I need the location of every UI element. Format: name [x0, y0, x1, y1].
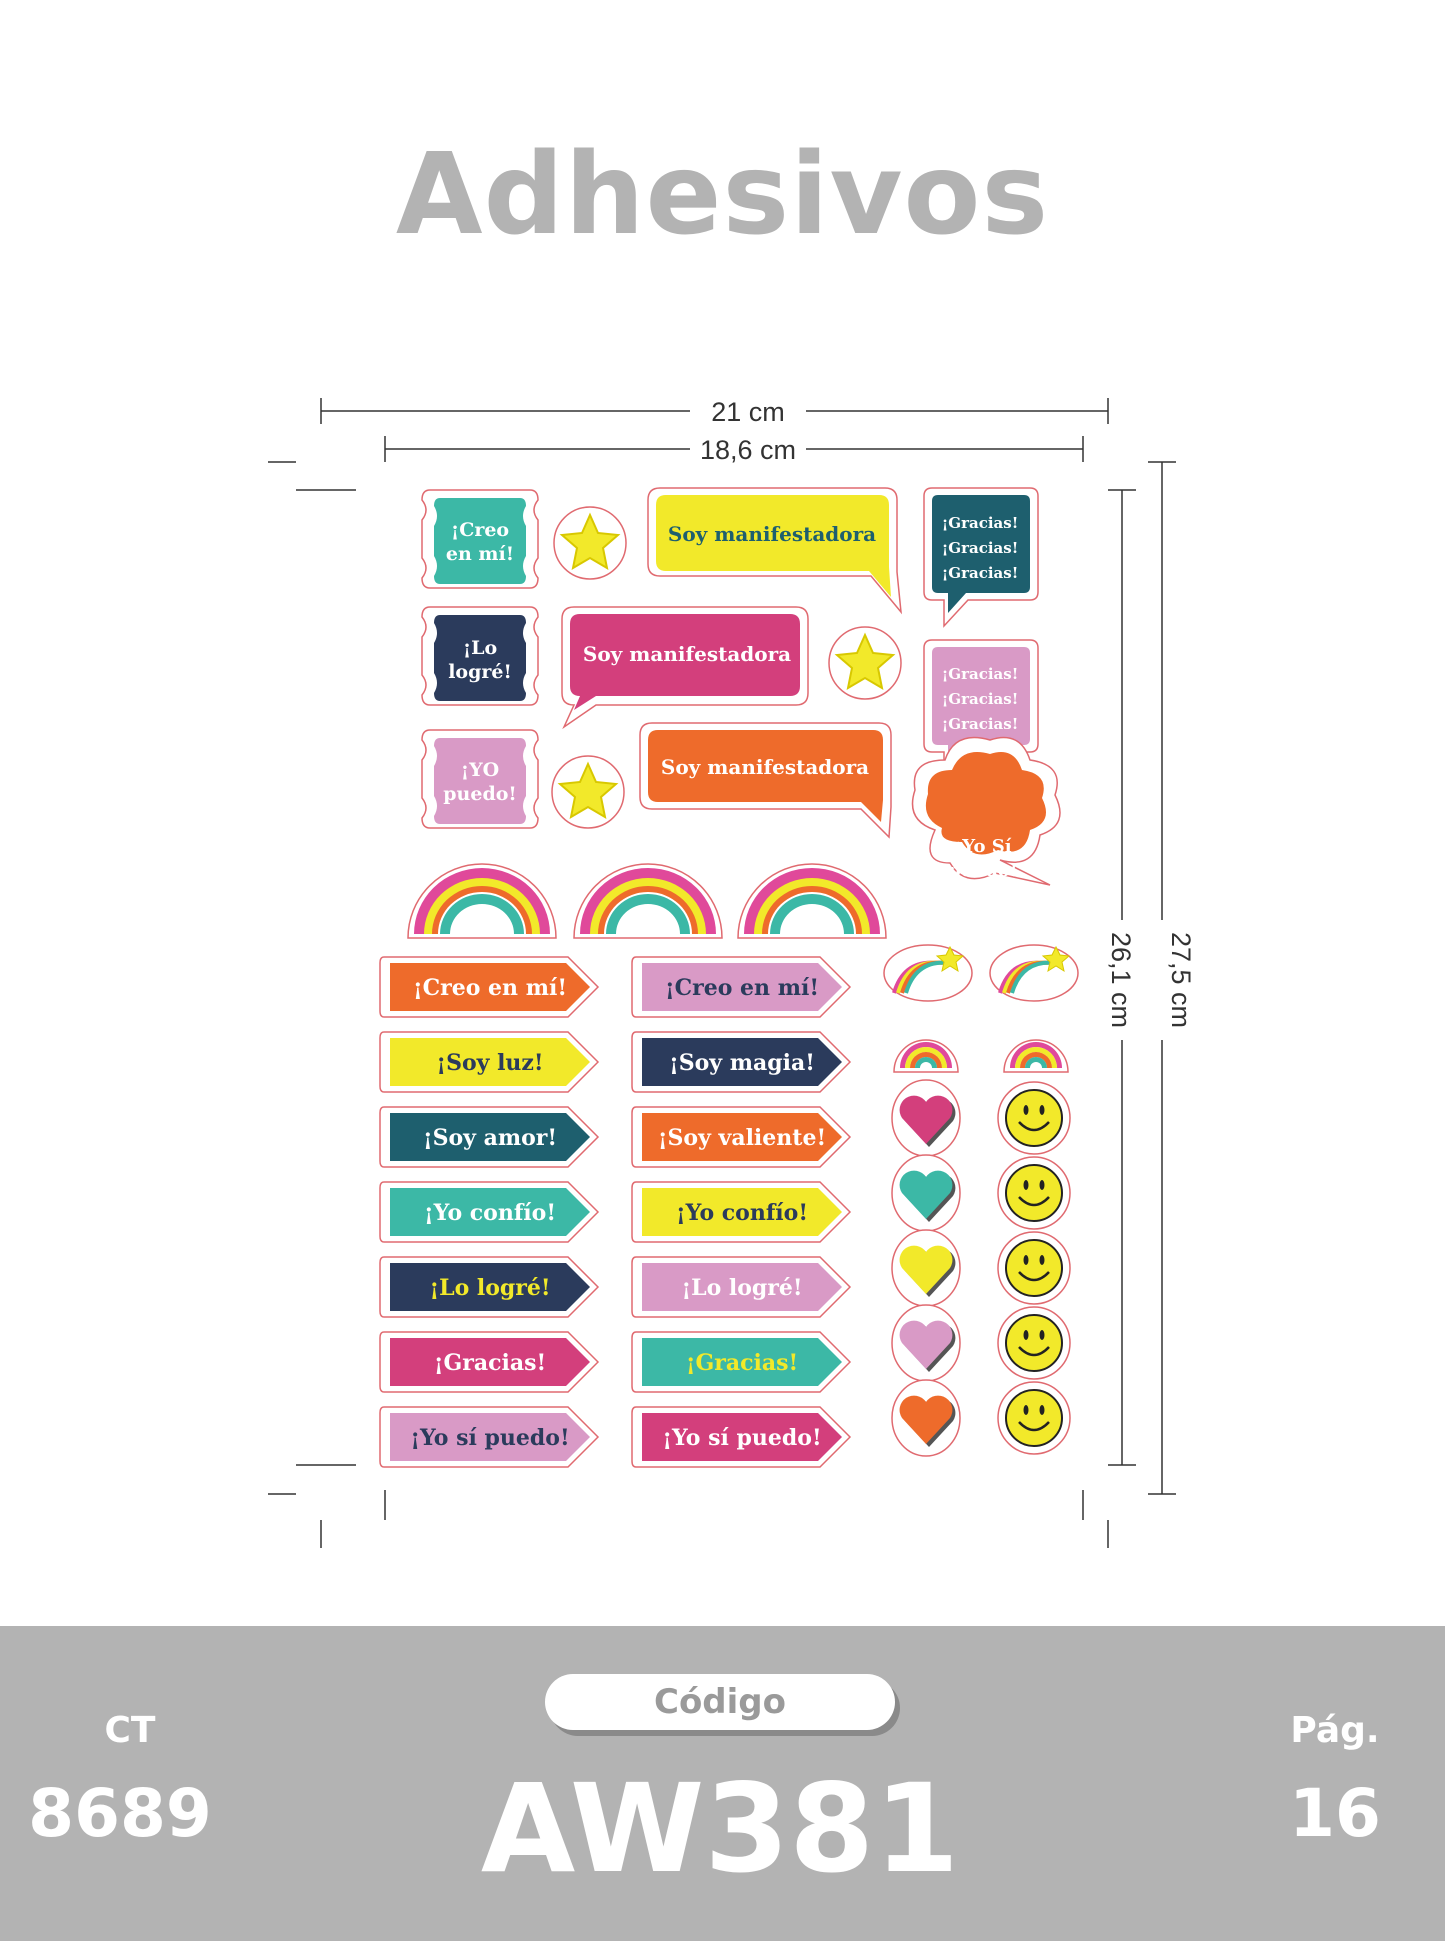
arrow-sticker: ¡Lo logré!: [631, 1256, 852, 1318]
plaque-logre-line1: ¡Lo: [463, 637, 497, 659]
smiley-sticker: [997, 1081, 1071, 1155]
plaque-sticker-creo: ¡Creo en mí!: [421, 489, 539, 589]
code-label: Código: [545, 1674, 895, 1730]
dimension-marks: [268, 398, 1176, 1548]
arrow-sticker: ¡Lo logré!: [379, 1256, 600, 1318]
heart-sticker: [891, 1229, 961, 1307]
arrow-label: ¡Soy amor!: [423, 1125, 557, 1151]
rainbow-sticker-small: [893, 1039, 959, 1073]
arrow-label: ¡Yo sí puedo!: [410, 1425, 569, 1451]
gracias-bubble-1: ¡Gracias! ¡Gracias! ¡Gracias!: [923, 487, 1039, 628]
bubble-text: Soy manifestadora: [661, 755, 869, 779]
heart-sticker: [891, 1379, 961, 1457]
heart-sticker: [891, 1079, 961, 1157]
star-sticker: [828, 626, 902, 700]
plaque-creo-line2: en mí!: [446, 543, 514, 565]
speech-bubble-magenta: Soy manifestadora: [561, 606, 809, 730]
arrow-label: ¡Lo logré!: [681, 1275, 802, 1301]
smiley-sticker: [997, 1306, 1071, 1380]
rainbow-sticker-large: [573, 863, 723, 939]
arrow-label: ¡Yo sí puedo!: [662, 1425, 821, 1451]
arrow-sticker: ¡Soy luz!: [379, 1031, 600, 1093]
arrow-sticker: ¡Yo sí puedo!: [631, 1406, 852, 1468]
gracias-text: ¡Gracias!: [942, 715, 1019, 733]
gracias-text: ¡Gracias!: [942, 514, 1019, 532]
arrow-label: ¡Soy magia!: [669, 1050, 815, 1076]
plaque-creo-line1: ¡Creo: [451, 519, 509, 541]
arrow-sticker: ¡Creo en mí!: [379, 956, 600, 1018]
plaque-puedo-line2: puedo!: [443, 783, 517, 805]
gracias-text: ¡Gracias!: [942, 665, 1019, 683]
rainbow-sticker-small: [1003, 1039, 1069, 1073]
star-sticker: [551, 755, 625, 829]
plaque-puedo-line1: ¡YO: [461, 759, 499, 781]
cloud-sticker: ¡Yo Sí puedo!: [911, 736, 1061, 886]
code-value: AW381: [480, 1758, 960, 1900]
heart-sticker: [891, 1304, 961, 1382]
cloud-line1: ¡Yo Sí: [954, 836, 1011, 857]
arrow-label: ¡Soy luz!: [436, 1050, 543, 1076]
gracias-text: ¡Gracias!: [942, 539, 1019, 557]
arrow-sticker: ¡Soy valiente!: [631, 1106, 852, 1168]
plaque-logre-line2: logré!: [448, 661, 512, 683]
ct-label: CT: [104, 1710, 156, 1751]
page-title: Adhesivos: [395, 130, 1050, 260]
small-sticker-column: [883, 944, 1079, 1457]
outer-width-label: 21 cm: [711, 397, 785, 427]
outer-height-label: 27,5 cm: [1166, 932, 1196, 1028]
bubble-text: Soy manifestadora: [668, 522, 876, 546]
inner-height-label: 26,1 cm: [1106, 932, 1136, 1028]
shooting-star-rainbow-sticker: [989, 944, 1079, 1002]
rainbow-sticker-large: [407, 863, 557, 939]
shooting-star-rainbow-sticker: [883, 944, 973, 1002]
smiley-sticker: [997, 1381, 1071, 1455]
page-label: Pág.: [1290, 1710, 1380, 1751]
arrow-sticker: ¡Yo confío!: [379, 1181, 600, 1243]
bubble-text: Soy manifestadora: [583, 642, 791, 666]
gracias-bubble-2: ¡Gracias! ¡Gracias! ¡Gracias!: [923, 639, 1039, 780]
cloud-line2: puedo!: [948, 860, 1018, 881]
gracias-text: ¡Gracias!: [942, 690, 1019, 708]
arrow-sticker: ¡Yo sí puedo!: [379, 1406, 600, 1468]
arrow-column-right: ¡Creo en mí! ¡Soy magia! ¡Soy valiente! ¡Yo…: [631, 956, 852, 1468]
arrow-label: ¡Gracias!: [686, 1350, 798, 1376]
plaque-sticker-puedo: ¡YO puedo!: [421, 729, 539, 829]
speech-bubble-yellow: Soy manifestadora: [647, 487, 902, 615]
smiley-sticker: [997, 1231, 1071, 1305]
sticker-sheet: 21 cm 18,6 cm 27,5 cm 26,1 cm ¡Creo en m…: [268, 397, 1196, 1548]
arrow-sticker: ¡Yo confío!: [631, 1181, 852, 1243]
arrow-sticker: ¡Soy magia!: [631, 1031, 852, 1093]
arrow-label: ¡Soy valiente!: [658, 1125, 826, 1151]
arrow-sticker: ¡Gracias!: [631, 1331, 852, 1393]
arrow-sticker: ¡Gracias!: [379, 1331, 600, 1393]
arrow-label: ¡Creo en mí!: [413, 975, 567, 1001]
inner-width-label: 18,6 cm: [700, 435, 796, 465]
arrow-sticker: ¡Creo en mí!: [631, 956, 852, 1018]
gracias-text: ¡Gracias!: [942, 564, 1019, 582]
rainbow-sticker-large: [737, 863, 887, 939]
arrow-sticker: ¡Soy amor!: [379, 1106, 600, 1168]
arrow-label: ¡Lo logré!: [429, 1275, 550, 1301]
arrow-label: ¡Yo confío!: [676, 1200, 808, 1226]
arrow-label: ¡Yo confío!: [424, 1200, 556, 1226]
arrow-label: ¡Gracias!: [434, 1350, 546, 1376]
plaque-sticker-logre: ¡Lo logré!: [421, 606, 539, 706]
ct-value: 8689: [28, 1775, 212, 1852]
star-sticker: [553, 506, 627, 580]
arrow-column-left: ¡Creo en mí! ¡Soy luz! ¡Soy amor! ¡Yo confí…: [379, 956, 600, 1468]
arrow-label: ¡Creo en mí!: [665, 975, 819, 1001]
smiley-sticker: [997, 1156, 1071, 1230]
speech-bubble-orange: Soy manifestadora: [639, 722, 892, 839]
heart-sticker: [891, 1154, 961, 1232]
page-number: 16: [1289, 1775, 1381, 1852]
